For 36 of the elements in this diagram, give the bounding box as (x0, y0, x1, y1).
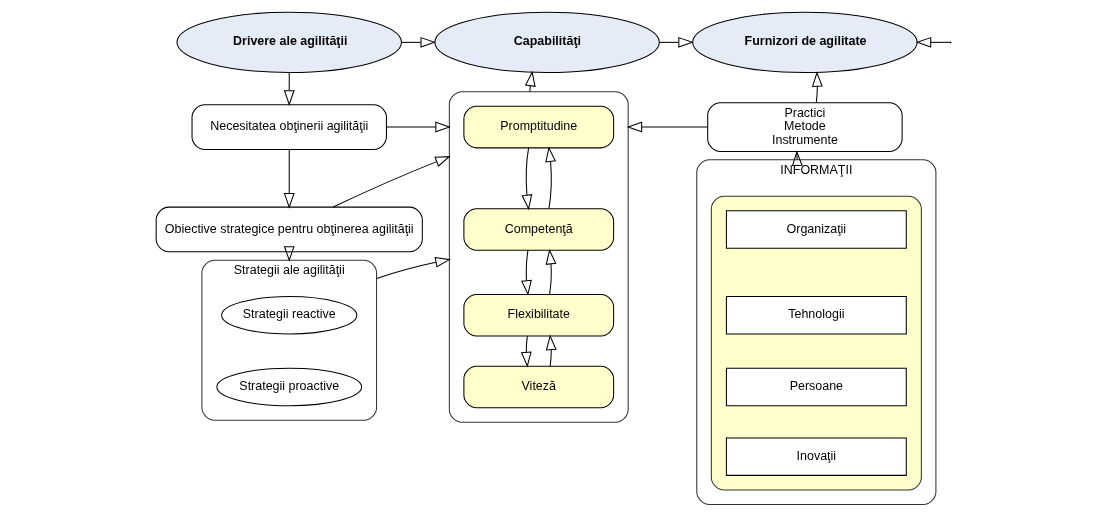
arrow (385, 121, 451, 133)
node-box: Practici Metode Instrumente (706, 102, 903, 153)
cluster (710, 195, 922, 491)
arrow (283, 246, 295, 262)
node-box: Persoane (725, 367, 907, 407)
node-box: Organizaţii (725, 210, 907, 249)
arrow (811, 71, 823, 103)
arrow (658, 36, 694, 48)
node-box: Inovaţii (725, 437, 907, 476)
node-ellipse: Strategii reactive (220, 296, 357, 335)
arrow (520, 249, 532, 296)
node-box: Competenţă (462, 208, 614, 251)
node-ellipse: Furnizori de agilitate (691, 11, 918, 73)
arrow (520, 147, 532, 211)
node-ellipse: Strategii proactive (215, 367, 362, 407)
node-box: Necesitatea obţinerii agilităţii (191, 104, 387, 150)
arrow (626, 121, 708, 133)
arrow (545, 248, 556, 295)
arrow (283, 149, 295, 209)
arrow (375, 256, 451, 279)
arrow (283, 72, 295, 106)
node-box: Promptitudine (462, 105, 614, 149)
cluster (448, 91, 629, 423)
arrow (400, 36, 436, 48)
arrow (524, 70, 536, 93)
arrow (915, 36, 950, 48)
node-box: Flexibilitate (462, 293, 614, 337)
arrow (520, 335, 532, 368)
node-box: Viteză (462, 365, 614, 409)
node-ellipse: Drivere ale agilităţii (175, 11, 402, 73)
node-box: Tehnologii (725, 296, 907, 335)
node-ellipse: Capabilităţi (433, 11, 660, 73)
arrow (332, 156, 451, 208)
arrow (544, 146, 556, 210)
arrow (791, 150, 803, 167)
arrow (545, 334, 557, 367)
